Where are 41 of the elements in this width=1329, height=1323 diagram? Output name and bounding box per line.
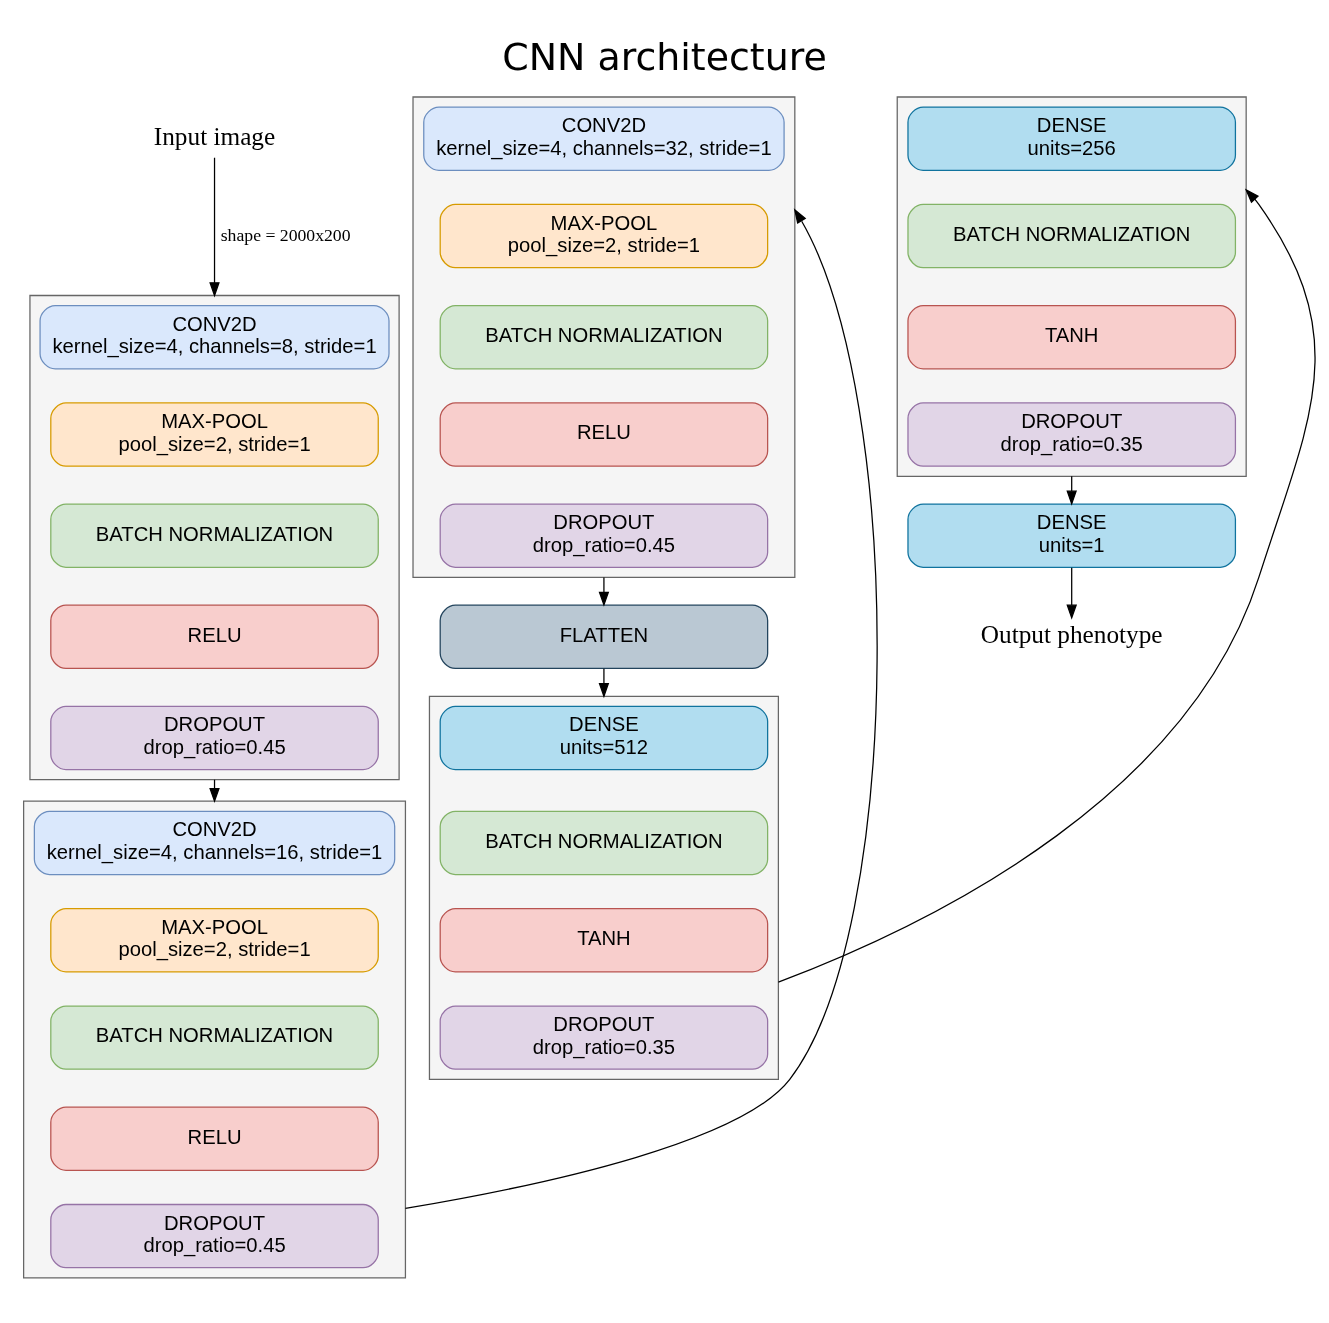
edge-label: shape = 2000x200: [220, 224, 351, 245]
node-box: BATCH NORMALIZATION: [907, 203, 1237, 269]
node-box: DENSE units=1: [907, 503, 1237, 568]
node-box: DROPOUT drop_ratio=0.35: [907, 402, 1237, 467]
node-box: RELU: [439, 402, 769, 467]
node-box: TANH: [439, 908, 769, 973]
arrow: [598, 576, 610, 607]
cluster: [428, 695, 779, 1080]
cluster: [23, 800, 407, 1279]
node-box: BATCH NORMALIZATION: [439, 305, 769, 370]
node-box: MAX-POOL pool_size=2, stride=1: [439, 203, 769, 269]
node-box: MAX-POOL pool_size=2, stride=1: [50, 908, 379, 973]
node-text: Output phenotype: [980, 620, 1163, 649]
arrow: [209, 779, 220, 804]
node-box: FLATTEN: [439, 604, 769, 670]
node-box: MAX-POOL pool_size=2, stride=1: [50, 402, 379, 467]
node-box: RELU: [50, 604, 379, 670]
node-box: DENSE units=512: [439, 705, 769, 771]
node-box: BATCH NORMALIZATION: [50, 503, 379, 568]
diagram-title: CNN architecture: [502, 35, 827, 80]
node-box: DROPOUT drop_ratio=0.45: [50, 705, 379, 771]
node-box: CONV2D kernel_size=4, channels=32, stride=1: [423, 106, 785, 171]
node-box: RELU: [50, 1106, 379, 1171]
cluster: [412, 96, 796, 579]
node-box: CONV2D kernel_size=4, channels=8, stride=1: [39, 305, 390, 370]
node-text: Input image: [153, 122, 276, 151]
node-box: BATCH NORMALIZATION: [50, 1005, 379, 1070]
node-box: DROPOUT drop_ratio=0.45: [50, 1203, 379, 1269]
node-box: CONV2D kernel_size=4, channels=16, stride=1: [33, 810, 396, 876]
arrow: [404, 208, 878, 1210]
node-box: DENSE units=256: [907, 106, 1237, 171]
arrow: [777, 188, 1316, 983]
node-box: BATCH NORMALIZATION: [439, 810, 769, 876]
arrow: [1066, 567, 1077, 620]
node-box: TANH: [907, 305, 1237, 370]
node-box: DROPOUT drop_ratio=0.35: [439, 1005, 769, 1070]
cluster: [896, 96, 1247, 477]
arrow: [209, 157, 220, 298]
arrow: [598, 668, 610, 699]
node-box: DROPOUT drop_ratio=0.45: [439, 503, 769, 568]
cluster: [29, 294, 400, 781]
